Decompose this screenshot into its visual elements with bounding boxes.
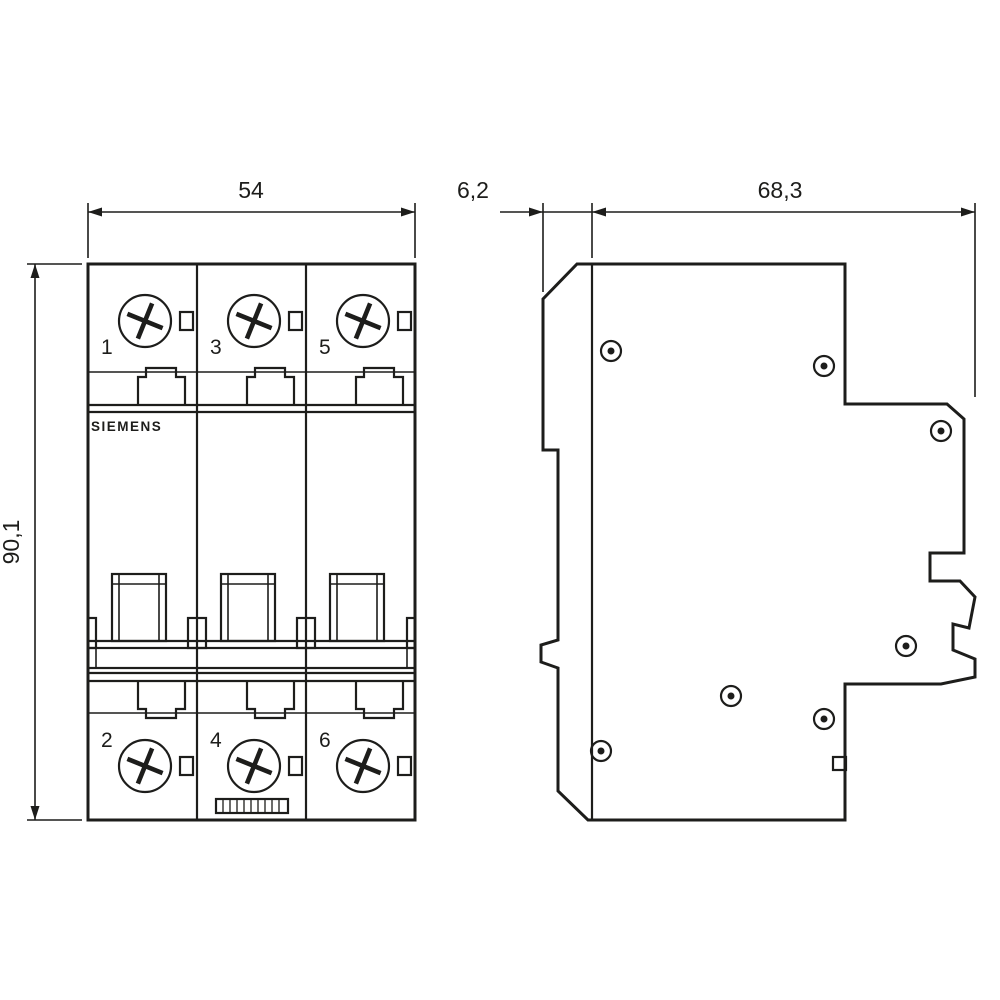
labels: 54 90,1 6,2 68,3 1 3 5 2 4 6 SIEMENS <box>0 177 802 752</box>
terminal-slot <box>287 310 304 332</box>
dim-width-lines <box>87 203 416 258</box>
front-view <box>86 262 417 822</box>
screw-icon <box>226 293 282 349</box>
terminal-slot <box>178 310 195 332</box>
screw-icon <box>226 738 282 794</box>
dim-height-lines <box>27 263 82 821</box>
terminal-number-6: 6 <box>319 729 331 752</box>
dimension-arrows <box>30 207 975 820</box>
terminal-slot <box>396 310 413 332</box>
terminal-bracket <box>354 366 405 405</box>
arrowhead-icon <box>401 207 415 217</box>
screw-icon <box>117 293 173 349</box>
terminal-bracket <box>136 366 187 405</box>
rivet-icon <box>719 684 743 708</box>
terminal-bracket <box>136 681 187 720</box>
terminal-number-1: 1 <box>101 336 113 359</box>
arrowhead-icon <box>30 264 40 278</box>
terminal-slot <box>396 755 413 777</box>
rivet-icon <box>894 634 918 658</box>
dim-height-label: 90,1 <box>0 520 24 565</box>
screw-icon <box>335 738 391 794</box>
screw-icon <box>335 293 391 349</box>
terminal-number-3: 3 <box>210 336 222 359</box>
handle-tie-bar <box>86 646 417 670</box>
toggle-handle <box>328 572 386 643</box>
terminal-number-2: 2 <box>101 729 113 752</box>
terminal-bracket <box>245 681 296 720</box>
terminal-number-5: 5 <box>319 336 331 359</box>
rivet-icon <box>929 419 953 443</box>
terminal-number-4: 4 <box>210 729 222 752</box>
line-work <box>27 203 977 822</box>
dim-depth-lines <box>500 203 976 397</box>
dim-depth-total-label: 68,3 <box>758 177 803 203</box>
side-view <box>539 262 977 822</box>
terminal-slot <box>287 755 304 777</box>
dim-width-label: 54 <box>238 177 264 203</box>
rivet-icon <box>812 354 836 378</box>
arrowhead-icon <box>961 207 975 217</box>
breaker-body-outline <box>86 262 417 822</box>
rivet-icon <box>812 707 836 731</box>
arrowhead-icon <box>88 207 102 217</box>
mounting-tab <box>831 755 848 772</box>
terminal-bracket <box>245 366 296 405</box>
grip-hatch <box>214 797 290 815</box>
siemens-logo: SIEMENS <box>91 419 162 434</box>
terminal-bracket <box>354 681 405 720</box>
rivet-icon <box>599 339 623 363</box>
terminal-slot <box>178 755 195 777</box>
toggle-handle <box>219 572 277 643</box>
arrowhead-icon <box>592 207 606 217</box>
screw-icon <box>117 738 173 794</box>
toggle-handle <box>110 572 168 643</box>
rivet-icon <box>589 739 613 763</box>
dim-depth-front-label: 6,2 <box>457 177 489 203</box>
dimension-lines <box>27 203 976 821</box>
side-profile-outline <box>539 262 977 822</box>
arrowhead-icon <box>30 806 40 820</box>
arrowhead-icon <box>529 207 543 217</box>
